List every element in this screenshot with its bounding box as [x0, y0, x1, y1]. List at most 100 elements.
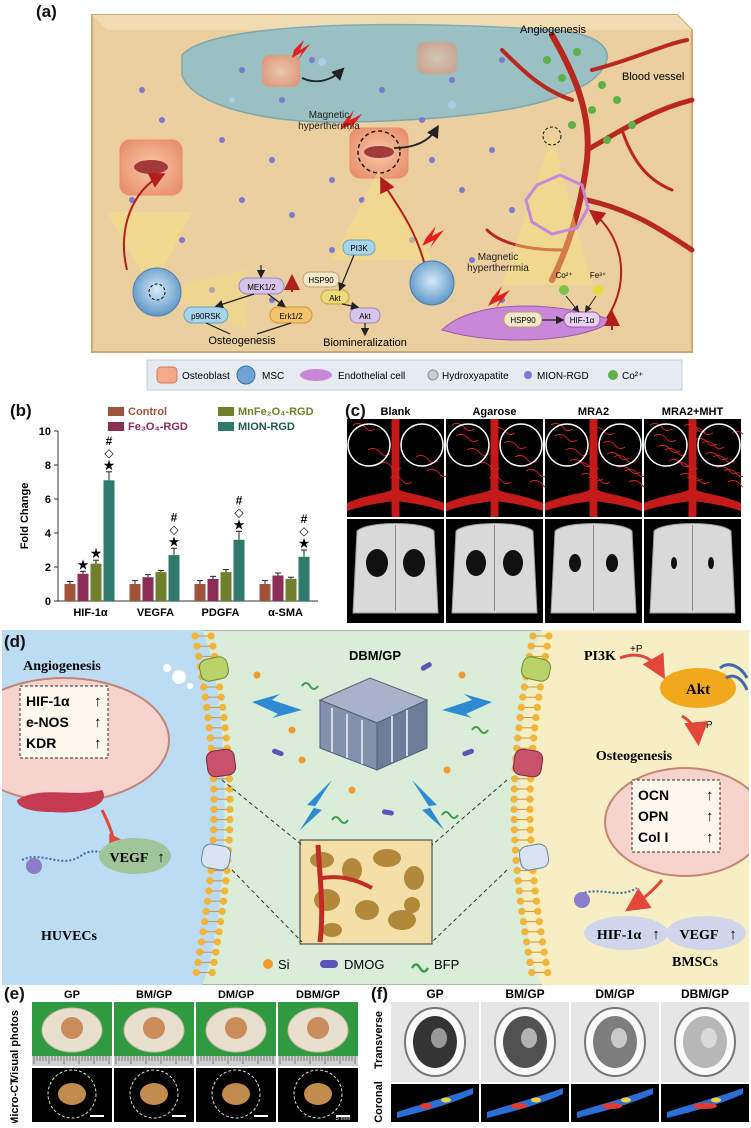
legend-swatch-2: [218, 407, 234, 416]
bar-MION-RGD-α-SMA: [298, 556, 310, 601]
panel-f-col-1: BM/GP: [505, 987, 544, 1001]
capillary: [525, 468, 549, 478]
lipid-head: [518, 907, 526, 915]
lipid-head: [527, 642, 535, 650]
lipid-head: [515, 887, 523, 895]
defect-circle-left-1: [446, 423, 490, 467]
lipid-head: [515, 724, 523, 732]
arrow-co-hif: [565, 295, 580, 313]
lipid-head: [528, 969, 536, 977]
ruler-1: [114, 1056, 194, 1066]
lipid-head: [192, 969, 200, 977]
legend-label-5: Co²⁺: [622, 371, 643, 382]
lipid-head: [196, 948, 204, 956]
lipid-head: [220, 714, 228, 722]
arrow-mek-p90: [214, 293, 255, 309]
bar-Control-HIF-1α: [64, 584, 76, 601]
lipid-head: [218, 907, 226, 915]
sig-diamond: ◇: [169, 522, 179, 536]
lipid-head: [537, 928, 545, 936]
node-hsp90-a-bg: [302, 271, 340, 288]
lipid-head: [206, 734, 214, 742]
lipid-head: [526, 826, 534, 834]
sig-star: ★: [103, 457, 116, 473]
osteogenesis-label: Osteogenesis: [208, 335, 276, 347]
biomineralization-label: Biomineralization: [323, 337, 407, 349]
capillary: [488, 475, 512, 485]
coronal-bone-0: [397, 1088, 473, 1118]
panel-f-col-2: DM/GP: [595, 987, 634, 1001]
fe-ion-dot: [593, 285, 603, 295]
inset-vessel: [315, 844, 325, 943]
lipid-head: [226, 795, 234, 803]
y-tick-label: 6: [45, 494, 51, 506]
coronal-bone-2: [577, 1088, 653, 1118]
panel-a-legend-bg: [146, 359, 683, 391]
beam-left: [107, 212, 192, 290]
transverse-new-bone-0: [431, 1028, 447, 1048]
bar-MnFe₂O₄-RGD-VEGFA: [155, 572, 167, 601]
capillary: [451, 422, 475, 432]
microct-implant-3: [304, 1083, 332, 1105]
lipid-head: [210, 958, 218, 966]
bfp-peptide-icon: [410, 963, 430, 973]
bar-Control-α-SMA: [259, 584, 271, 601]
legend-label-1: Fe₃O₄-RGD: [128, 421, 188, 433]
y-tick-label: 8: [45, 460, 51, 472]
capillary: [455, 433, 479, 443]
lipid-head: [210, 795, 218, 803]
ribosome-right: [574, 892, 590, 908]
gene-label-1: e-NOS: [26, 714, 69, 730]
bar-MION-RGD-PDGFA: [233, 539, 245, 601]
panel-c-col-1: Agarose: [472, 406, 516, 418]
msc-icon: [236, 365, 256, 385]
arrow-akt-akt: [341, 301, 360, 310]
lipid-head: [535, 693, 543, 701]
lipid-head: [514, 734, 522, 742]
legend-label-2: Endothelial cell: [338, 371, 405, 382]
lipid-head: [516, 897, 525, 905]
x-tick-label: VEGFA: [137, 607, 174, 619]
node-erk: Erk1/2: [279, 312, 303, 321]
coronal-mid-3: [711, 1097, 721, 1103]
osteoblast-in-pool-2: [417, 42, 457, 74]
implant-core-3: [307, 1017, 329, 1039]
lipid-head: [511, 775, 519, 783]
transverse-new-bone-1: [521, 1028, 537, 1048]
lipid-head: [540, 948, 548, 956]
release-arrows: [252, 694, 492, 830]
panel-d-svg: Angiogenesis HIF-1α↑e-NOS↑KDR↑ VEGF ↑ HU…: [0, 629, 751, 986]
mrna-left: [21, 850, 123, 862]
pi3k-label: PI3K: [584, 649, 616, 664]
vessel-zoom-circle: [542, 126, 562, 146]
bubbles: [163, 664, 193, 689]
lipid-head: [510, 805, 518, 813]
mh-label-2-box: Magnetic hypertherrmia: [467, 252, 529, 274]
legend-label-0: Osteoblast: [182, 371, 230, 382]
lipid-head: [208, 969, 216, 977]
capillary: [426, 468, 450, 478]
defect-hole-left-1: [466, 550, 486, 576]
lipid-head: [527, 836, 535, 844]
lipid-head: [207, 744, 215, 752]
defect-circle-left-3: [644, 423, 688, 467]
hydroxyapatite-icon: [427, 369, 439, 381]
implant-core-1: [143, 1017, 165, 1039]
lipid-head: [522, 938, 531, 946]
inset-vessel-branch: [321, 875, 373, 890]
vegf-right-label: VEGF: [680, 928, 719, 943]
lipid-head: [225, 775, 233, 783]
coronal-bone-1: [487, 1088, 563, 1118]
gene-up-arrow-0: ↑: [94, 693, 102, 710]
lipid-head: [512, 856, 520, 864]
bar-MnFe₂O₄-RGD-PDGFA: [220, 572, 232, 601]
blood-vessels: [485, 32, 695, 283]
lipid-head: [517, 703, 525, 711]
legend-label-4: MION-RGD: [537, 371, 589, 382]
node-hif: HIF-1α: [570, 316, 595, 325]
lipid-head: [526, 958, 534, 966]
msc-left-zoom: [148, 283, 166, 301]
bar-Fe₃O₄-RGD-α-SMA: [272, 575, 284, 601]
